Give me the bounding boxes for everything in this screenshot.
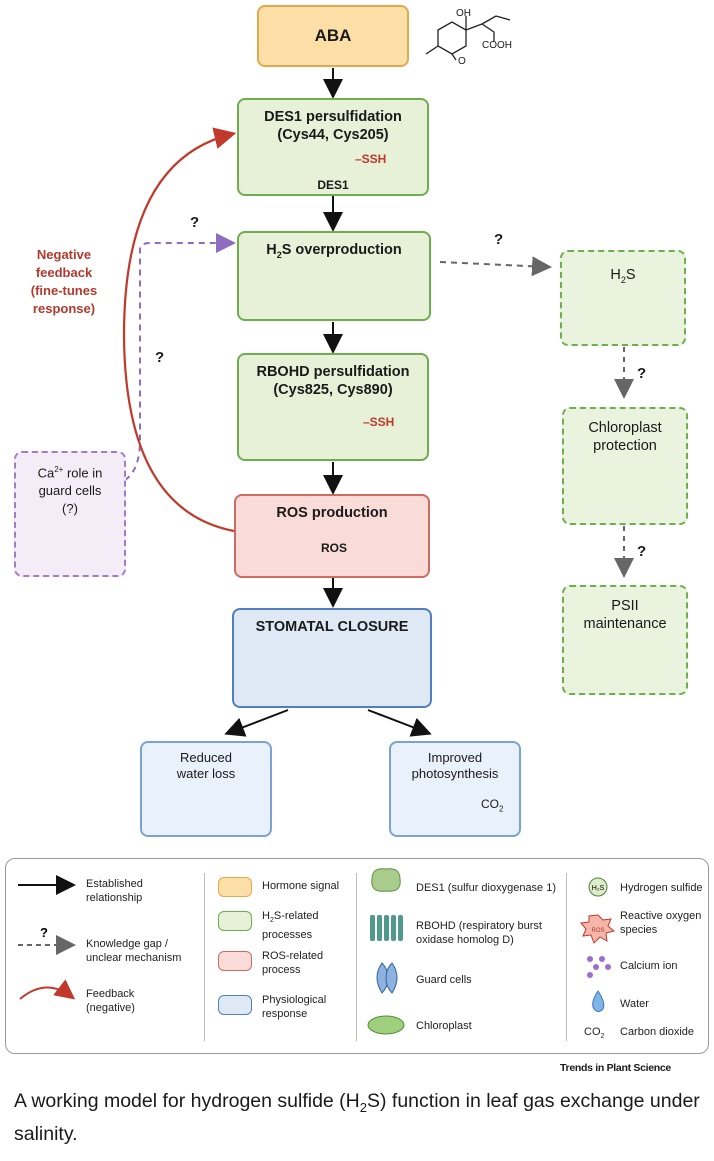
improved-photo-box: Improved photosynthesis CO2: [389, 741, 521, 837]
legend-physio: Physiological response: [262, 994, 327, 1020]
neg-line3: (fine-tunes: [30, 283, 98, 298]
neg-line2: feedback: [35, 265, 93, 280]
calcium-line3: (?): [62, 501, 78, 517]
legend-h2s: Hydrogen sulfide: [620, 882, 703, 894]
improved-line2: photosynthesis: [411, 766, 499, 781]
rbohd-ssh: –SSH: [363, 415, 395, 429]
reduced-line1: Reduced: [179, 750, 233, 765]
swatch-ros: [218, 951, 252, 971]
calcium-line2: guard cells: [38, 483, 102, 499]
swatch-hormone: [218, 877, 252, 897]
arrow-stomatal-water: [224, 709, 289, 737]
ros-production-title: ROS production: [276, 505, 388, 521]
calcium-text: Ca2+ role in guard cells (?): [16, 461, 124, 518]
calcium-line1-text: role in: [63, 465, 103, 481]
question-mark-chloro: ?: [637, 365, 647, 382]
rbohd-box: RBOHD persulfidation (Cys825, Cys890) –S…: [237, 353, 429, 461]
legend-water: Water: [620, 998, 649, 1010]
co2-label: CO2: [481, 797, 504, 814]
legend-h2s-related: H2S-related processes: [262, 910, 319, 942]
caption-part2: S) function in leaf gas exchange under s…: [14, 1090, 700, 1145]
arrow-stomatal-photo: [367, 709, 432, 737]
h2s-overproduction-title: H2S overproduction: [266, 242, 402, 260]
chloroplast-line2: protection: [593, 438, 657, 454]
legend-ros-related: ROS-related process: [262, 950, 324, 976]
legend-co2: Carbon dioxide: [620, 1026, 694, 1038]
co2-text: CO: [481, 797, 499, 811]
aba-cooh-label: COOH: [482, 40, 512, 51]
h2s-side-text: S: [625, 267, 636, 283]
legend-hormone: Hormone signal: [262, 880, 340, 892]
legend-gap: Knowledge gap / unclear mechanism: [86, 938, 182, 964]
aba-structure-icon: [425, 15, 511, 61]
stomatal-closure-title: STOMATAL CLOSURE: [255, 619, 409, 635]
ros-label: ROS: [321, 541, 348, 555]
figure-caption: A working model for hydrogen sulfide (H2…: [14, 1090, 700, 1145]
aba-oh-label: OH: [456, 8, 471, 19]
question-mark-calcium: ?: [190, 214, 200, 231]
legend-chloroplast: Chloroplast: [416, 1020, 472, 1032]
rbohd-sites: (Cys825, Cys890): [273, 382, 393, 398]
chloroplast-line1: Chloroplast: [588, 420, 662, 436]
des1-label: DES1: [317, 178, 349, 192]
question-mark-h2s-branch: ?: [494, 231, 504, 248]
swatch-physio: [218, 995, 252, 1015]
des1-sites: (Cys44, Cys205): [277, 127, 389, 143]
legend-feedback: Feedback (negative): [86, 988, 135, 1014]
legend-ros: Reactive oxygen species: [620, 910, 702, 936]
aba-title: ABA: [314, 26, 352, 45]
h2s-side-title: H2S: [610, 267, 636, 285]
psii-box: PSII maintenance: [562, 585, 688, 695]
calcium-box: Ca2+ role in guard cells (?): [14, 451, 126, 577]
stomatal-closure-box: STOMATAL CLOSURE: [232, 608, 432, 708]
gap-arrow-calcium: [124, 233, 236, 481]
legend: ? H₂S ROS Established relationship Knowl…: [5, 858, 709, 1054]
svg-text:H₂S: H₂S: [592, 885, 605, 892]
des1-box: DES1 persulfidation (Cys44, Cys205) –SSH…: [237, 98, 429, 196]
des1-ssh: –SSH: [355, 152, 387, 166]
gap-arrow-h2s-right: [439, 256, 552, 277]
journal-credit: Trends in Plant Science: [560, 1062, 671, 1074]
rbohd-title: RBOHD persulfidation: [256, 364, 410, 380]
reduced-line2: water loss: [176, 766, 236, 781]
legend-guard: Guard cells: [416, 974, 472, 986]
question-mark-feedback: ?: [155, 349, 165, 366]
legend-des1: DES1 (sulfur dioxygenase 1): [416, 882, 557, 894]
aba-o-label: O: [458, 56, 466, 67]
des1-title: DES1 persulfidation: [264, 109, 402, 125]
negative-feedback-label: Negative feedback (fine-tunes response): [18, 246, 110, 318]
svg-text:?: ?: [40, 925, 48, 940]
h2s-overproduction-text: overproduction: [295, 242, 402, 258]
reduced-water-box: Reduced water loss: [140, 741, 272, 837]
h2s-side-box: H2S: [560, 250, 686, 346]
neg-line4: response): [32, 301, 96, 316]
legend-icons: ? H₂S ROS: [18, 868, 616, 1035]
ros-production-box: ROS production ROS: [234, 494, 430, 578]
legend-co2-symbol-text: CO: [584, 1026, 601, 1038]
legend-calcium: Calcium ion: [620, 960, 678, 972]
question-mark-psii: ?: [637, 543, 647, 560]
aba-box: ABA: [257, 5, 409, 67]
h2s-overproduction-box: H2S overproduction: [237, 231, 431, 321]
legend-h2s-related-text: S-related processes: [262, 910, 319, 942]
improved-line1: Improved: [427, 750, 483, 765]
feedback-arc: [122, 127, 237, 533]
legend-rbohd: RBOHD (respiratory burst oxidase homolog…: [416, 920, 542, 946]
psii-line2: maintenance: [583, 616, 667, 632]
legend-ros-icon-label: ROS: [591, 928, 604, 934]
legend-co2-symbol: CO2: [584, 1026, 605, 1041]
psii-line1: PSII: [611, 598, 639, 614]
swatch-h2s: [218, 911, 252, 931]
chloroplast-protection-box: Chloroplast protection: [562, 407, 688, 525]
legend-established: Established relationship: [86, 878, 143, 904]
calcium-line1: Ca2+ role in: [37, 465, 103, 481]
neg-line1: Negative: [36, 247, 92, 262]
caption-part1: A working model for hydrogen sulfide (H: [14, 1090, 360, 1112]
